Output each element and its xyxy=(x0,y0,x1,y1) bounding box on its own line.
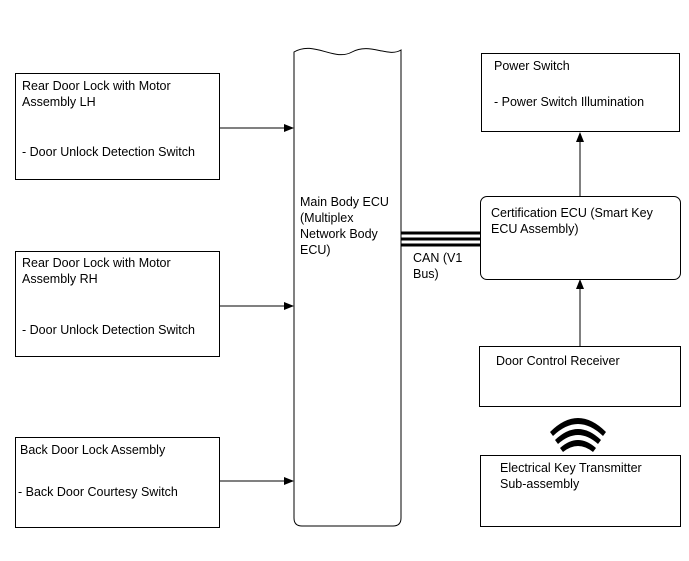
certification-ecu-box: Certification ECU (Smart Key ECU Assembl… xyxy=(480,196,681,280)
rear-door-lock-rh-title: Rear Door Lock with Motor Assembly RH xyxy=(22,256,171,286)
power-switch-title: Power Switch xyxy=(494,59,570,73)
main-body-ecu-label: Main Body ECU (Multiplex Network Body EC… xyxy=(300,195,389,257)
can-bus-lines xyxy=(401,231,480,247)
door-control-receiver-title: Door Control Receiver xyxy=(496,354,620,368)
key-transmitter-title: Electrical Key Transmitter Sub-assembly xyxy=(500,461,642,491)
back-door-lock-item: - Back Door Courtesy Switch xyxy=(18,485,178,499)
main-body-ecu-shape xyxy=(293,47,402,527)
rear-door-lock-lh-box: Rear Door Lock with Motor Assembly LH - … xyxy=(15,73,220,180)
door-control-receiver-box: Door Control Receiver xyxy=(479,346,681,407)
key-transmitter-box: Electrical Key Transmitter Sub-assembly xyxy=(480,455,681,527)
radio-waves-icon xyxy=(550,418,606,452)
power-switch-item: - Power Switch Illumination xyxy=(494,95,645,109)
power-switch-box: Power Switch - Power Switch Illumination xyxy=(481,53,680,132)
can-bus-label: CAN (V1 Bus) xyxy=(413,251,463,281)
certification-ecu-title: Certification ECU (Smart Key ECU Assembl… xyxy=(491,206,653,236)
rear-door-lock-rh-box: Rear Door Lock with Motor Assembly RH - … xyxy=(15,251,220,357)
back-door-lock-title: Back Door Lock Assembly xyxy=(20,443,166,457)
rear-door-lock-lh-item: - Door Unlock Detection Switch xyxy=(22,145,195,159)
rear-door-lock-rh-item: - Door Unlock Detection Switch xyxy=(22,323,195,337)
back-door-lock-box: Back Door Lock Assembly - Back Door Cour… xyxy=(15,437,220,528)
rear-door-lock-lh-title: Rear Door Lock with Motor Assembly LH xyxy=(22,79,171,109)
